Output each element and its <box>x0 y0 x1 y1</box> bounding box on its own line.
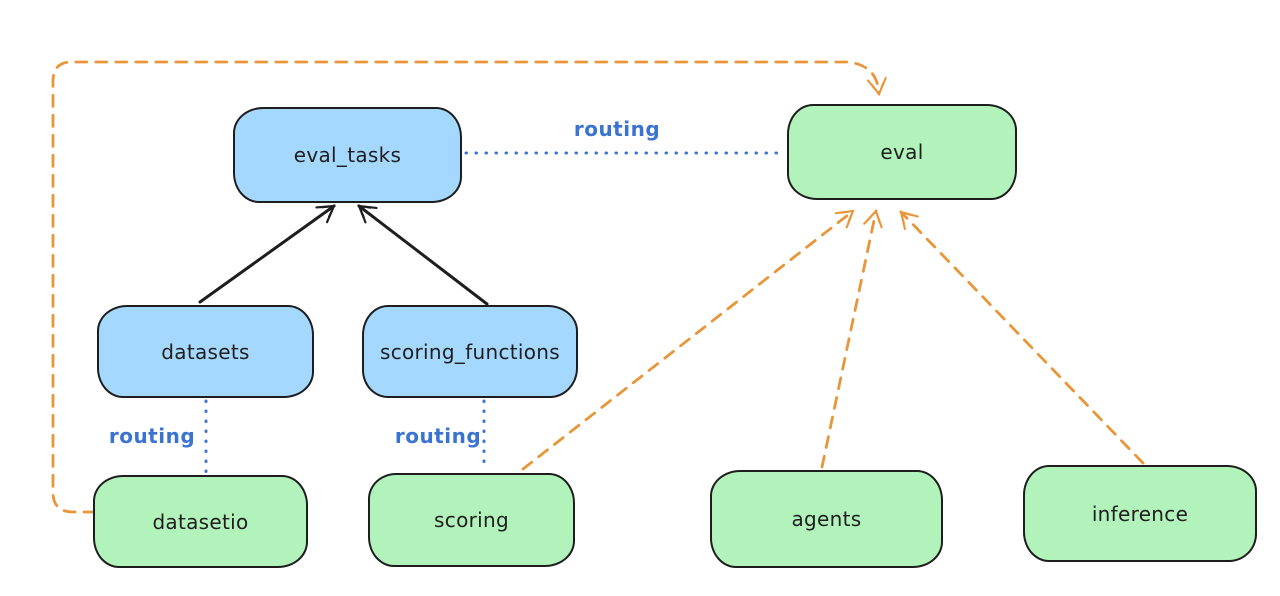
node-label: agents <box>791 507 862 531</box>
node-label: eval_tasks <box>293 143 402 167</box>
edge-label-routing-datasets-datasetio: routing <box>108 424 196 448</box>
node-label: scoring_functions <box>379 339 561 364</box>
node-label: scoring <box>434 508 509 532</box>
node-eval-tasks: eval_tasks <box>233 107 462 203</box>
node-label: eval <box>880 140 924 164</box>
edge-scoring-functions-to-eval-tasks <box>357 204 489 306</box>
node-agents: agents <box>710 470 943 568</box>
edge-datasets-to-eval-tasks <box>198 204 336 304</box>
edge-label-routing-eval-tasks-eval: routing <box>573 117 661 141</box>
node-scoring-functions: scoring_functions <box>362 305 578 398</box>
node-inference: inference <box>1023 465 1257 562</box>
node-label: datasetio <box>152 509 249 534</box>
edge-label-routing-scoring-functions-scoring: routing <box>394 424 482 448</box>
node-datasets: datasets <box>97 305 314 398</box>
node-scoring: scoring <box>368 473 575 567</box>
node-eval: eval <box>787 104 1017 200</box>
node-datasetio: datasetio <box>93 475 308 568</box>
node-label: inference <box>1091 501 1189 526</box>
edge-agents-to-eval <box>820 208 883 469</box>
edge-inference-to-eval <box>899 210 1145 465</box>
node-label: datasets <box>161 339 250 364</box>
